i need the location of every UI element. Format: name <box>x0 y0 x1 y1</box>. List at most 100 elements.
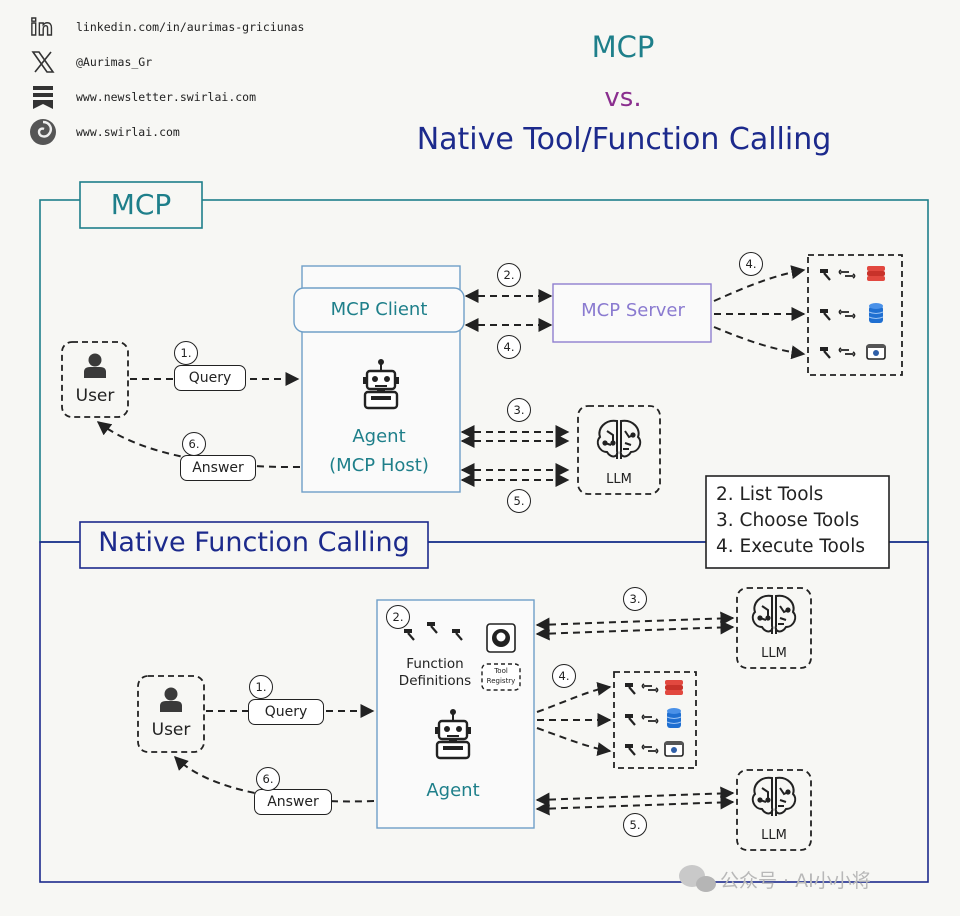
layers-icon <box>867 266 885 281</box>
native-section-frame <box>39 541 929 883</box>
bookmark-icon <box>26 82 60 112</box>
mcp-server-box <box>552 283 712 343</box>
mcp-client-box <box>293 287 465 333</box>
native-section-label: Native Function Calling <box>98 527 410 558</box>
mcp-step-3: 3. <box>507 398 531 422</box>
mcp-user-icon <box>84 353 106 378</box>
native-user-box <box>137 675 205 753</box>
mcp-step-5: 5. <box>507 489 531 513</box>
mcp-tool-row-3 <box>818 344 886 360</box>
legend-item-execute-tools: 4. Execute Tools <box>716 536 865 557</box>
native-agent-to-tool-1 <box>536 681 612 713</box>
database-icon <box>868 302 884 324</box>
mcp-server-to-tool-3 <box>713 326 806 360</box>
native-step-2: 2. <box>386 605 410 629</box>
native-tool-row-1 <box>623 680 683 696</box>
mcp-host-label: (MCP Host) <box>329 455 429 476</box>
watermark-text: 公众号 · AI小小将 <box>720 870 871 892</box>
native-llm-top-label: LLM <box>761 646 787 661</box>
link-icon <box>838 347 856 357</box>
native-tools-box <box>613 671 697 769</box>
mcp-agent-label: Agent <box>352 426 406 447</box>
mcp-server-to-tool-1 <box>713 265 806 302</box>
mcp-llm-brain-icon <box>596 419 642 460</box>
swirl-logo-icon <box>26 117 60 147</box>
native-llm-top-brain-icon <box>751 594 797 635</box>
hammer-icon <box>623 681 637 696</box>
native-llm-bottom-arrow-a <box>535 786 735 807</box>
browser-icon <box>664 741 684 757</box>
native-llm-top-box <box>736 587 812 669</box>
database-icon <box>666 707 682 729</box>
native-step-4: 4. <box>552 664 576 688</box>
website-url: www.swirlai.com <box>76 125 180 139</box>
native-step-3: 3. <box>623 587 647 611</box>
mcp-section-label: MCP <box>110 188 172 221</box>
native-user-label: User <box>151 720 191 740</box>
link-icon <box>838 269 856 279</box>
mcp-answer-pill: Answer <box>180 455 256 481</box>
native-tool-row-2 <box>623 707 682 729</box>
hammer-icon <box>818 267 832 282</box>
native-step-1: 1. <box>249 675 273 699</box>
layers-icon <box>665 680 683 695</box>
github-icon <box>486 623 516 653</box>
function-definitions-line1: Function <box>406 656 464 672</box>
native-step-5: 5. <box>623 813 647 837</box>
mcp-client-label: MCP Client <box>330 299 428 320</box>
linkedin-icon: in <box>26 12 60 42</box>
title-native: Native Tool/Function Calling <box>416 122 832 157</box>
website-link[interactable]: www.swirlai.com <box>26 117 180 147</box>
mcp-step-6: 6. <box>182 432 206 456</box>
native-section-label-box <box>79 521 429 569</box>
newsletter-link[interactable]: www.newsletter.swirlai.com <box>26 82 256 112</box>
native-llm-bottom-brain-icon <box>751 776 797 817</box>
x-handle: @Aurimas_Gr <box>76 55 153 69</box>
native-step-6: 6. <box>256 767 280 791</box>
svg-text:in: in <box>30 16 53 40</box>
legend-box <box>705 475 890 569</box>
mcp-server-label: MCP Server <box>581 300 685 321</box>
mcp-query-pill: Query <box>174 365 246 391</box>
native-llm-top-arrow-b <box>535 620 735 641</box>
mcp-user-label: User <box>75 386 115 406</box>
mcp-llm-label: LLM <box>606 472 632 487</box>
native-llm-top-arrow-a <box>535 611 735 632</box>
mcp-user-box <box>61 341 129 418</box>
tool-registry-line1: Tool <box>494 667 508 675</box>
link-icon <box>641 714 659 724</box>
mcp-tool-row-1 <box>818 266 885 282</box>
link-icon <box>838 309 856 319</box>
legend-item-choose-tools: 3. Choose Tools <box>716 510 860 531</box>
linkedin-link[interactable]: in linkedin.com/in/aurimas-griciunas <box>26 12 304 42</box>
title-mcp: MCP <box>591 30 655 64</box>
x-link[interactable]: @Aurimas_Gr <box>26 47 152 77</box>
x-icon <box>26 47 60 77</box>
legend-item-list-tools: 2. List Tools <box>716 484 824 505</box>
native-llm-bottom-box <box>736 769 812 851</box>
newsletter-url: www.newsletter.swirlai.com <box>76 90 257 104</box>
native-llm-bottom-arrow-b <box>535 795 735 816</box>
mcp-step-4a: 4. <box>497 335 521 359</box>
hammer-icon <box>818 307 832 322</box>
native-tool-row-3 <box>623 741 684 757</box>
mcp-section-label-box <box>79 181 203 229</box>
mcp-answer-arrow <box>96 421 301 469</box>
mcp-step-1: 1. <box>174 341 198 365</box>
native-answer-arrow <box>174 756 375 803</box>
native-agent-label: Agent <box>426 780 480 801</box>
mcp-step-4b: 4. <box>739 252 763 276</box>
linkedin-url: linkedin.com/in/aurimas-griciunas <box>76 20 305 34</box>
mcp-step-2: 2. <box>497 263 521 287</box>
function-definitions-line2: Definitions <box>398 673 472 689</box>
hammer-icon <box>623 712 637 727</box>
native-query-pill: Query <box>248 699 324 725</box>
link-icon <box>641 683 659 693</box>
native-answer-pill: Answer <box>254 789 332 815</box>
mcp-tools-box <box>807 254 903 376</box>
native-agent-to-tool-3 <box>536 727 612 757</box>
browser-icon <box>866 344 886 360</box>
mcp-llm-box <box>577 405 661 495</box>
mcp-tool-row-2 <box>818 302 884 324</box>
